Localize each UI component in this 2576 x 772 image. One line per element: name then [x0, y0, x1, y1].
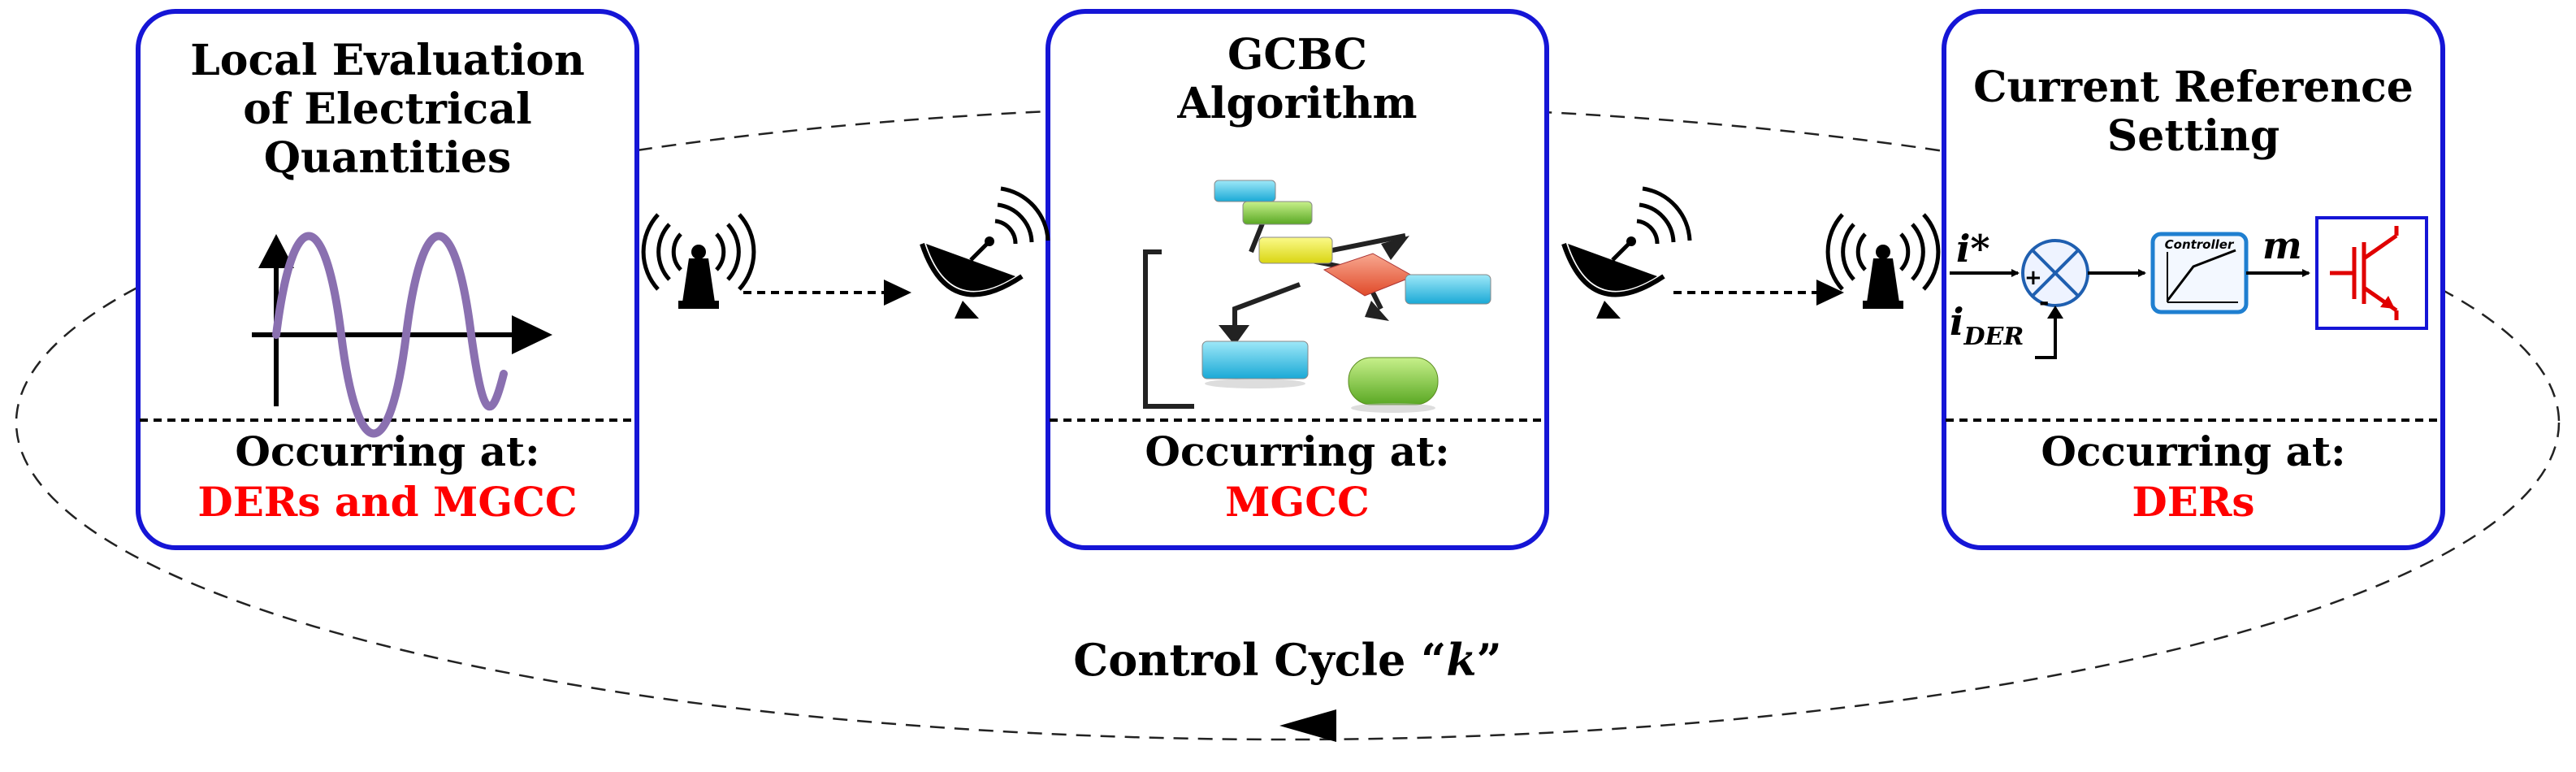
box-local-evaluation	[136, 9, 639, 550]
input-reference-label: i*	[1956, 227, 1990, 271]
flowchart-icon	[1143, 180, 1491, 413]
sine-wave-icon	[252, 232, 552, 438]
title-line: Algorithm	[1177, 79, 1418, 128]
control-block-diagram	[1950, 216, 2428, 359]
title-line: of Electrical	[243, 85, 532, 134]
igbt-switch-icon	[2315, 216, 2428, 330]
satellite-dish-icon	[1561, 186, 1692, 319]
controller-label: Controller	[2165, 237, 2235, 252]
box-current-reference	[1942, 9, 2445, 550]
cycle-label-suffix: ”	[1476, 634, 1502, 686]
antenna-tower-icon	[641, 213, 756, 309]
cycle-label-variable: k	[1446, 634, 1477, 686]
cycle-label-prefix: Control Cycle “	[1073, 634, 1447, 686]
box-gcbc-algorithm	[1046, 9, 1549, 550]
plus-sign: +	[2024, 266, 2042, 290]
control-cycle-loop	[15, 104, 2561, 741]
output-label: m	[2262, 223, 2302, 267]
location-ders: DERs	[2132, 478, 2255, 526]
title-line: Current Reference	[1973, 63, 2414, 112]
antenna-tower-icon	[1825, 213, 1941, 309]
title-line: Local Evaluation	[190, 36, 585, 85]
box-title-gcbc-algorithm: GCBC Algorithm	[1056, 31, 1539, 128]
box-title-local-evaluation: Local Evaluation of Electrical Quantitie…	[146, 37, 629, 183]
control-cycle-label: Control Cycle “k”	[881, 635, 1694, 684]
cycle-direction-arrow	[1279, 709, 1336, 742]
occurring-label: Occurring at:	[1145, 427, 1450, 475]
minus-sign: -	[2039, 288, 2049, 317]
location-ders-and-mgcc: DERs and MGCC	[197, 478, 578, 526]
title-line: GCBC	[1227, 30, 1368, 80]
location-mgcc: MGCC	[1225, 478, 1370, 526]
box-title-current-reference: Current Reference Setting	[1952, 63, 2435, 161]
satellite-dish-icon	[920, 186, 1050, 319]
occurring-label: Occurring at:	[2041, 427, 2346, 475]
title-line: Quantities	[263, 133, 512, 183]
title-line: Setting	[2106, 111, 2280, 161]
occurring-label: Occurring at:	[235, 427, 540, 475]
input-measured-label: iDER	[1950, 300, 2024, 351]
